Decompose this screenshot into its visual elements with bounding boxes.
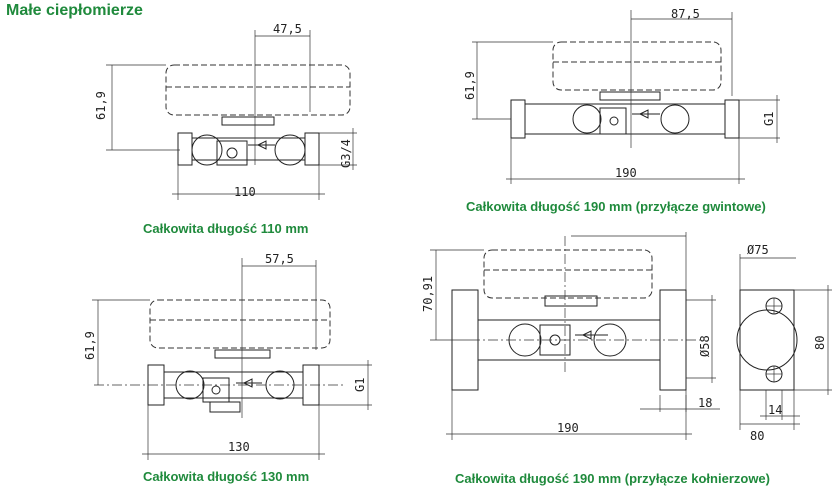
dim-190t-height: 61,9: [463, 71, 477, 100]
caption-190mm-threaded: Całkowita długość 190 mm (przyłącze gwin…: [466, 199, 766, 214]
dim-190f-flange: 18: [698, 396, 712, 410]
dim-190f-flange-h: 80: [813, 336, 827, 350]
dim-190t-top: 87,5: [671, 7, 700, 21]
dim-190f-dia: Ø58: [698, 335, 712, 357]
dim-130-top: 57,5: [265, 252, 294, 266]
dim-190t-thread: G1: [762, 112, 776, 126]
caption-190mm-flanged: Całkowita długość 190 mm (przyłącze kołn…: [455, 471, 770, 486]
drawing-110mm: 47,5 61,9 G3/4 110: [94, 22, 357, 200]
dim-190f-flange-dia: Ø75: [747, 243, 769, 257]
page-title: Małe ciepłomierze: [6, 2, 143, 19]
dim-110-length: 110: [234, 185, 256, 199]
dim-110-top: 47,5: [273, 22, 302, 36]
dim-130-length: 130: [228, 440, 250, 454]
dim-190f-flange-w: 80: [750, 429, 764, 443]
dim-130-thread: G1: [353, 378, 367, 392]
drawing-190mm-flanged: 70,91 Ø58 18 190 Ø75 80 14: [421, 232, 832, 443]
dim-130-height: 61,9: [83, 331, 97, 360]
dim-190f-height: 70,91: [421, 276, 435, 312]
drawing-190mm-threaded: 87,5 61,9 G1 190: [463, 7, 780, 184]
drawing-130mm: 57,5 61,9 G1 130: [83, 252, 372, 460]
dim-110-height: 61,9: [94, 91, 108, 120]
dim-110-thread: G3/4: [339, 139, 353, 168]
caption-110mm: Całkowita długość 110 mm: [143, 221, 309, 236]
dim-190f-length: 190: [557, 421, 579, 435]
caption-130mm: Całkowita długość 130 mm: [143, 469, 310, 484]
dim-190f-hole: 14: [768, 403, 782, 417]
dim-190t-length: 190: [615, 166, 637, 180]
